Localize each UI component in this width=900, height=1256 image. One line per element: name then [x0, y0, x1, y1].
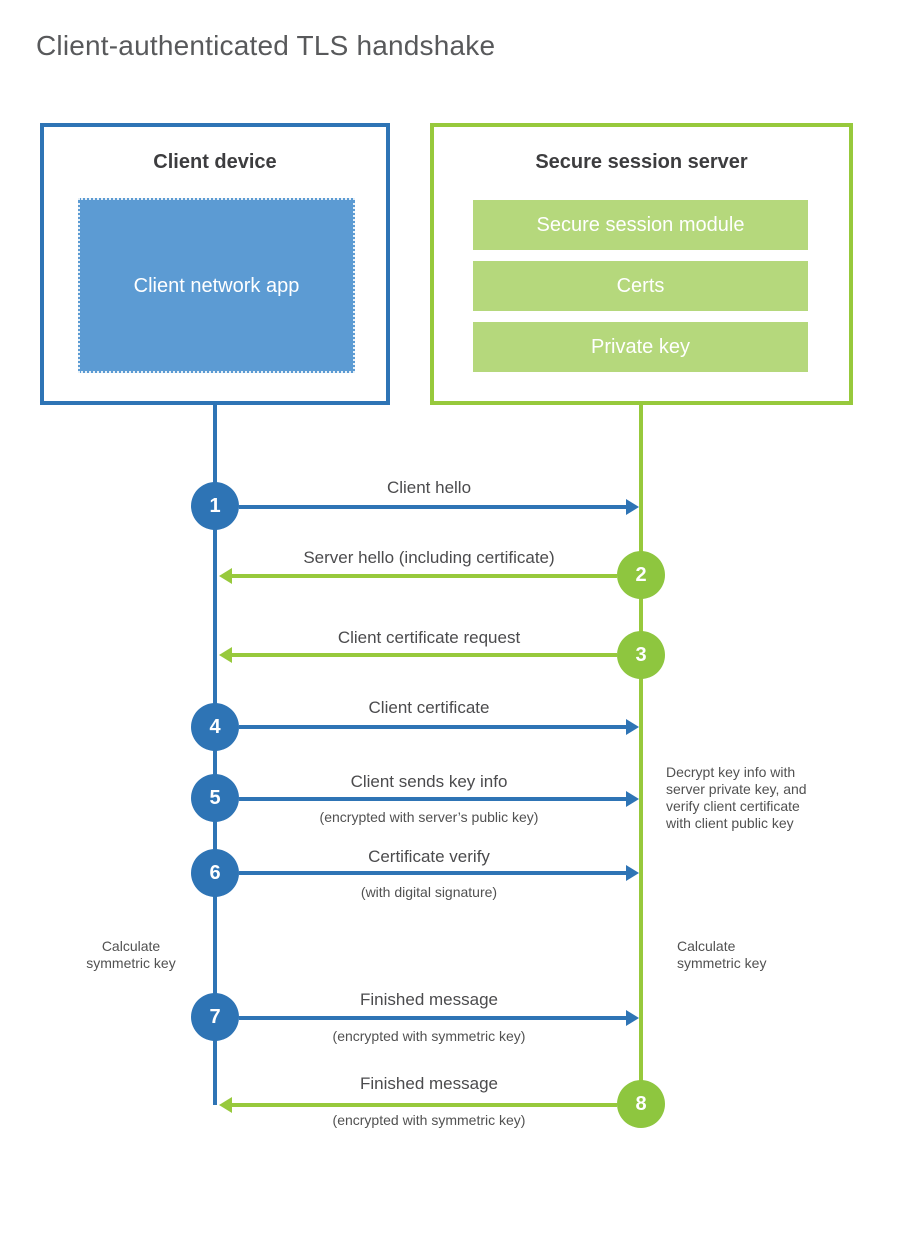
- server-module-certs: Certs: [473, 261, 808, 311]
- decrypt-key-note-line: server private key, and: [666, 781, 807, 797]
- step5-sublabel: (encrypted with server’s public key): [319, 809, 539, 825]
- step2-circle: 2: [617, 551, 665, 599]
- step4-arrow-right-icon: [239, 719, 639, 735]
- decrypt-key-note-line: verify client certificate: [666, 798, 800, 814]
- secure-session-server-box: Secure session server Secure session mod…: [430, 123, 853, 405]
- calculate-symmetric-key-note-server: Calculate symmetric key: [677, 938, 767, 971]
- client-device-box: Client device Client network app: [40, 123, 390, 405]
- step8-label: Finished message: [360, 1074, 498, 1093]
- step7-sublabel: (encrypted with symmetric key): [332, 1028, 526, 1044]
- client-lifeline: [213, 405, 217, 1105]
- step3-circle: 3: [617, 631, 665, 679]
- step3-arrow-left-icon: [219, 647, 617, 663]
- step7-circle: 7: [191, 993, 239, 1041]
- step1-label: Client hello: [386, 478, 472, 497]
- step3-label: Client certificate request: [337, 628, 521, 647]
- step5-label: Client sends key info: [350, 772, 508, 791]
- client-device-title: Client device: [153, 151, 277, 173]
- step4-label: Client certificate: [368, 698, 490, 717]
- step8-arrow-left-icon: [219, 1097, 617, 1113]
- client-network-app-box: Client network app: [78, 198, 355, 373]
- page-title: Client-authenticated TLS handshake: [36, 30, 496, 61]
- step6-arrow-right-icon: [239, 865, 639, 881]
- step7-arrow-right-icon: [239, 1010, 639, 1026]
- decrypt-key-note: Decrypt key info with server private key…: [666, 764, 841, 832]
- server-lifeline: [639, 405, 643, 1105]
- client-network-app-label: Client network app: [133, 274, 300, 297]
- decrypt-key-note-line: with client public key: [666, 815, 794, 831]
- step6-label: Certificate verify: [368, 847, 490, 866]
- step8-circle: 8: [617, 1080, 665, 1128]
- step7-label: Finished message: [360, 990, 498, 1009]
- step2-label: Server hello (including certificate): [303, 548, 555, 567]
- secure-session-server-title: Secure session server: [535, 151, 748, 173]
- server-module-secure-session: Secure session module: [473, 200, 808, 250]
- step4-circle: 4: [191, 703, 239, 751]
- step2-arrow-left-icon: [219, 568, 617, 584]
- server-module-private-key: Private key: [473, 322, 808, 372]
- step8-sublabel: (encrypted with symmetric key): [332, 1112, 526, 1128]
- step1-circle: 1: [191, 482, 239, 530]
- calculate-symmetric-key-note-client: Calculate symmetric key: [86, 938, 176, 971]
- step6-circle: 6: [191, 849, 239, 897]
- step6-sublabel: (with digital signature): [360, 884, 498, 900]
- step1-arrow-right-icon: [239, 499, 639, 515]
- decrypt-key-note-line: Decrypt key info with: [666, 764, 796, 780]
- step5-circle: 5: [191, 774, 239, 822]
- step5-arrow-right-icon: [239, 791, 639, 807]
